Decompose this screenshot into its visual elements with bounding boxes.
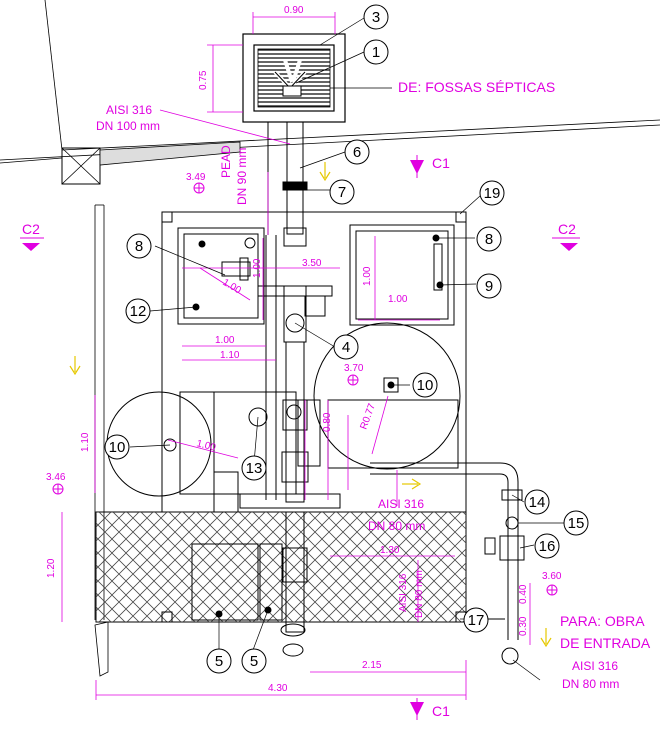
callout-6: 6 bbox=[353, 144, 361, 161]
callout-16: 16 bbox=[539, 538, 556, 555]
callout-15: 15 bbox=[568, 515, 585, 532]
dim-r-0-77: R0.77 bbox=[358, 402, 378, 431]
dim-1-20: 1.20 bbox=[46, 558, 57, 578]
callout-1: 1 bbox=[372, 44, 380, 61]
flow-arrow-icon bbox=[402, 478, 422, 490]
elevation-3-49: 3.49 bbox=[186, 172, 206, 183]
dim-1-00-e: 1.00 bbox=[195, 438, 217, 453]
elevation-symbol-icon bbox=[52, 483, 64, 495]
elevation-3-60: 3.60 bbox=[542, 571, 562, 582]
section-c2-left-marker bbox=[22, 243, 40, 251]
inlet-box bbox=[242, 33, 346, 123]
dim-0-30: 0.30 bbox=[518, 616, 529, 636]
label-to-works-1: PARA: OBRA bbox=[560, 613, 645, 629]
dim-0-80: 0.80 bbox=[322, 412, 333, 432]
dim-1-10-b: 1.10 bbox=[80, 432, 91, 452]
callout-4: 4 bbox=[342, 339, 350, 356]
label-dn-pead: DN 90 mm bbox=[235, 148, 249, 205]
pipe-run bbox=[265, 121, 309, 657]
left-compartments bbox=[106, 227, 297, 621]
dim-3-50: 3.50 bbox=[302, 258, 322, 269]
dim-2-15: 2.15 bbox=[362, 660, 382, 671]
annotation-lines bbox=[61, 12, 531, 700]
label-dn-vertical: DN 80 mm bbox=[414, 570, 425, 618]
callout-8-right: 8 bbox=[485, 231, 493, 248]
section-c1-bottom-label: C1 bbox=[432, 703, 450, 719]
elevation-symbols bbox=[52, 182, 558, 596]
flow-arrow-icon bbox=[69, 356, 81, 376]
dim-1-10-a: 1.10 bbox=[220, 350, 240, 361]
callout-13: 13 bbox=[246, 460, 263, 477]
callout-5-right: 5 bbox=[250, 653, 258, 670]
callout-12: 12 bbox=[130, 303, 147, 320]
callout-8-left: 8 bbox=[135, 238, 143, 255]
dim-1-00-d: 1.00 bbox=[215, 335, 235, 346]
section-c2-right-label: C2 bbox=[558, 221, 576, 237]
callout-circles bbox=[104, 4, 589, 674]
label-aisi-vertical: AISI 316 bbox=[398, 573, 409, 612]
callout-19: 19 bbox=[484, 185, 501, 202]
dim-0-75: 0.75 bbox=[198, 70, 209, 90]
elevation-symbol-icon bbox=[546, 584, 558, 596]
dim-1-30: 1.30 bbox=[380, 545, 400, 556]
label-aisi-top: AISI 316 bbox=[106, 103, 152, 117]
callout-17: 17 bbox=[468, 612, 485, 629]
callout-3: 3 bbox=[372, 9, 380, 26]
callout-14: 14 bbox=[529, 494, 546, 511]
label-dn-bottom: DN 80 mm bbox=[562, 677, 619, 691]
callout-7: 7 bbox=[338, 184, 346, 201]
flow-arrows bbox=[69, 162, 552, 648]
label-aisi-mid: AISI 316 bbox=[378, 497, 424, 511]
section-c2-right-marker bbox=[560, 243, 578, 251]
label-dn-mid: DN 80 mm bbox=[368, 519, 425, 533]
dim-1-00-b: 1.00 bbox=[362, 266, 373, 286]
callout-10-right: 10 bbox=[417, 377, 434, 394]
section-c2-left-label: C2 bbox=[22, 221, 40, 237]
elevation-symbol-icon bbox=[193, 182, 205, 194]
main-chamber bbox=[95, 211, 467, 623]
dim-0-40: 0.40 bbox=[518, 584, 529, 604]
label-pead: PEAD bbox=[219, 145, 233, 178]
label-dn-top: DN 100 mm bbox=[96, 119, 160, 133]
label-aisi-bottom: AISI 316 bbox=[572, 659, 618, 673]
elevation-3-70: 3.70 bbox=[344, 363, 364, 374]
callout-5-left: 5 bbox=[215, 653, 223, 670]
elevation-symbol-icon bbox=[347, 374, 359, 386]
label-from-septic: DE: FOSSAS SÉPTICAS bbox=[398, 79, 555, 95]
dim-1-00-a: 1.00 bbox=[252, 258, 263, 278]
callout-10-left: 10 bbox=[109, 439, 126, 456]
dim-4-30: 4.30 bbox=[268, 683, 288, 694]
callout-9: 9 bbox=[485, 278, 493, 295]
leader-lines bbox=[129, 17, 564, 681]
label-to-works-2: DE ENTRADA bbox=[560, 635, 651, 651]
dim-1-00-c: 1.00 bbox=[388, 294, 408, 305]
elevation-3-46: 3.46 bbox=[46, 472, 66, 483]
section-markers bbox=[20, 155, 580, 720]
section-c1-top-label: C1 bbox=[432, 155, 450, 171]
flow-arrow-icon bbox=[319, 162, 331, 182]
flow-arrow-icon bbox=[540, 628, 552, 648]
dim-0-90: 0.90 bbox=[284, 5, 304, 16]
